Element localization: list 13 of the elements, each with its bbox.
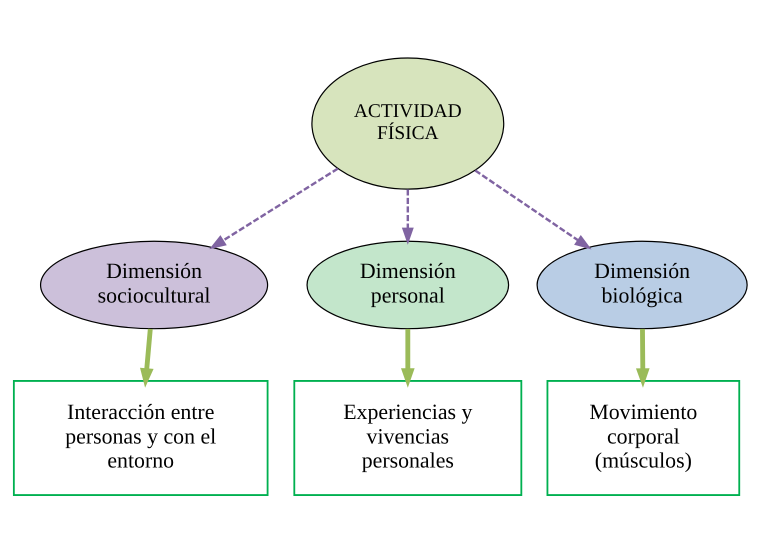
node-ellipse: Dimensión biológica (536, 240, 748, 329)
arrow (635, 328, 650, 388)
node-box: Movimiento corporal (músculos) (546, 380, 740, 496)
arrow (400, 328, 414, 388)
node-ellipse: Dimensión sociocultural (39, 240, 268, 329)
node-box: Interacción entre personas y con el entorno (12, 380, 268, 496)
arrow (474, 169, 592, 249)
arrow (140, 328, 154, 388)
node-ellipse: Dimensión personal (306, 240, 509, 329)
node-box: Experiencias y vivencias personales (292, 380, 522, 496)
node-ellipse: ACTIVIDAD FÍSICA (310, 56, 504, 190)
arrow (208, 167, 338, 249)
arrow (401, 188, 414, 244)
